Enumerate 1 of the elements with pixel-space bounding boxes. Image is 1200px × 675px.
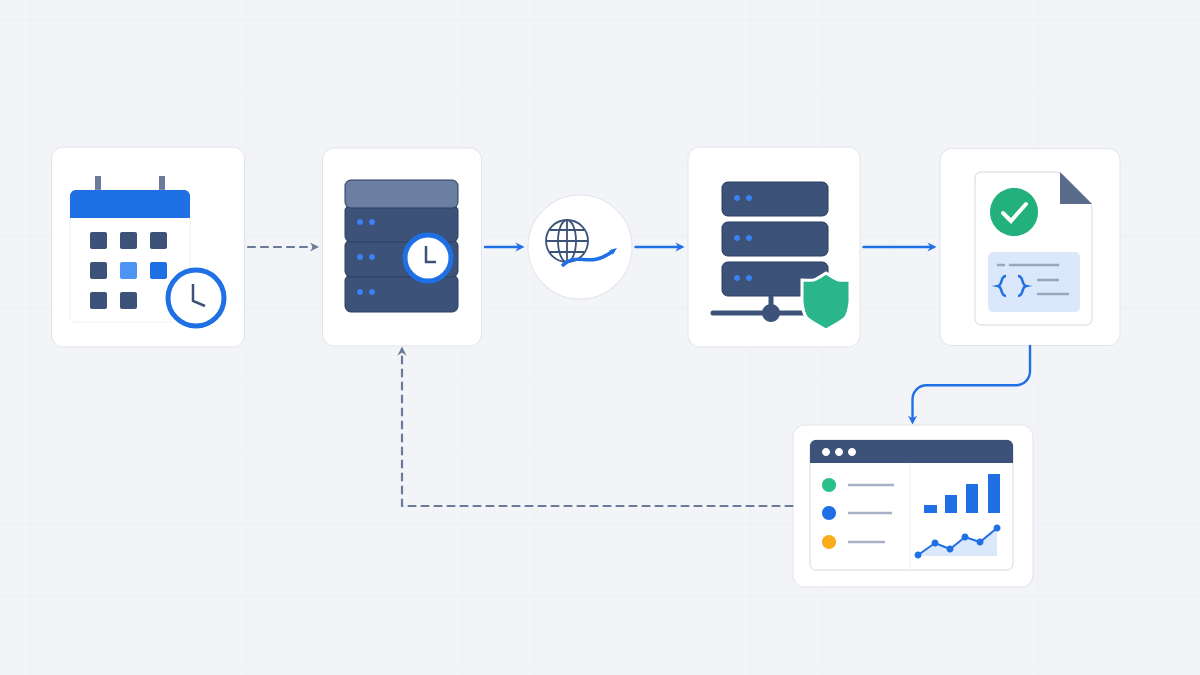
globe-circle bbox=[527, 194, 633, 300]
